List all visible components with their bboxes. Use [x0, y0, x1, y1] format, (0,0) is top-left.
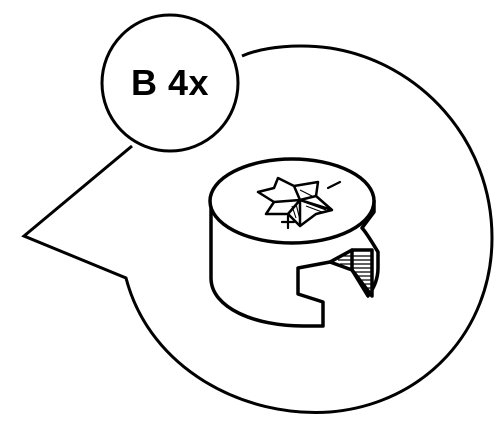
part-quantity-label: B 4x: [130, 62, 210, 103]
orientation-marks: [280, 180, 342, 230]
slot-wall: [328, 248, 374, 298]
part-label-circle: [100, 13, 240, 153]
cross-hatching: [291, 189, 327, 221]
minus-mark: [326, 180, 342, 190]
phillips-cross-icon: [256, 176, 334, 228]
plus-mark: [280, 214, 296, 230]
slot-hatching: [338, 255, 371, 293]
